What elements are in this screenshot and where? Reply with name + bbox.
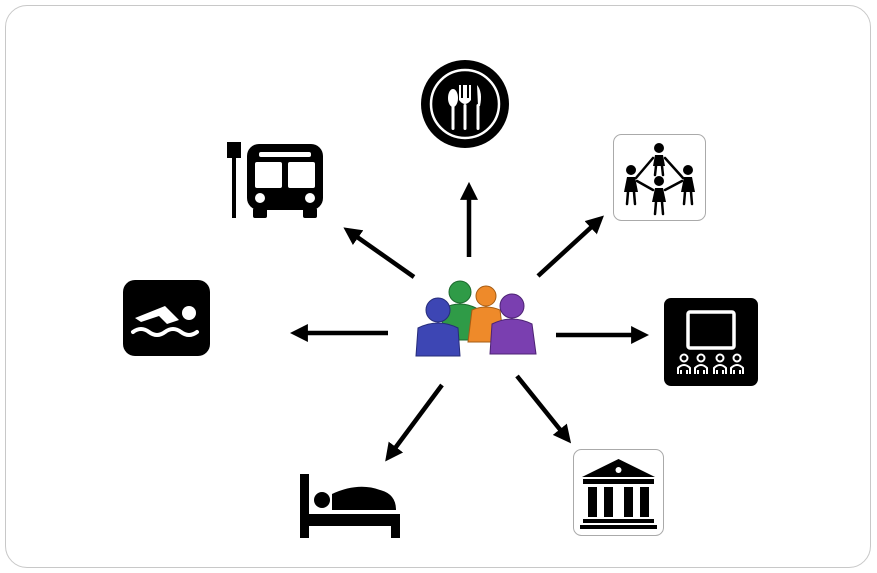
audience-screen-icon bbox=[664, 298, 758, 386]
bus-stop-icon bbox=[225, 142, 325, 218]
children-playing-icon bbox=[613, 134, 706, 221]
arrow-to-lodging bbox=[385, 383, 444, 462]
diagram-frame bbox=[5, 5, 871, 568]
fork-knife-spoon-icon bbox=[419, 58, 511, 150]
group-of-people-icon bbox=[410, 278, 546, 358]
swimmer-icon bbox=[123, 280, 210, 356]
arrow-to-playground bbox=[536, 215, 604, 278]
arrow-to-museum bbox=[515, 374, 572, 444]
museum-building-icon bbox=[573, 449, 664, 536]
arrow-to-bus bbox=[343, 227, 416, 279]
bed-icon bbox=[300, 474, 400, 538]
